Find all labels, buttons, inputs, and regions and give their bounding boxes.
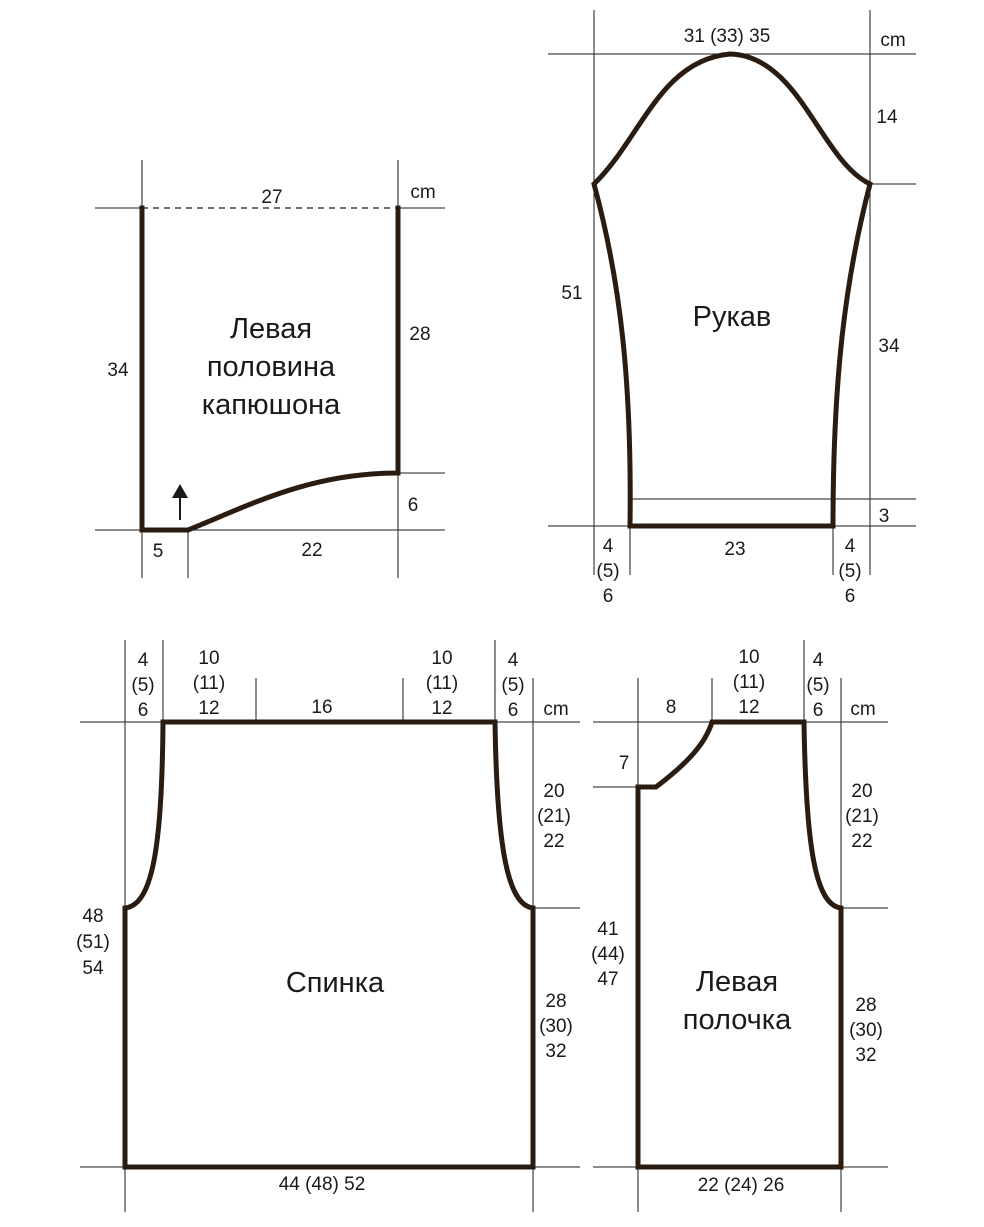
front-piece: 8 7 10 (11) 12 4 (5) 6 cm 20 (21) 22 41 … (591, 640, 888, 1212)
hood-bottom-left: 5 (153, 541, 164, 562)
back-seg-right-1: 10 (431, 648, 452, 669)
hood-top-width: 27 (261, 187, 282, 208)
back-left-height-2: (51) (76, 932, 110, 953)
back-left-height-1: 48 (82, 906, 103, 927)
front-bottom-width: 22 (24) 26 (698, 1175, 785, 1196)
sleeve-left-offset-2: (5) (596, 561, 619, 582)
back-shoulder-left-2: (5) (131, 675, 154, 696)
back-armhole-1: 20 (543, 781, 564, 802)
front-seg-2: (11) (733, 672, 765, 693)
back-neck: 16 (311, 697, 332, 718)
back-armhole-2: (21) (537, 806, 571, 827)
sleeve-title: Рукав (693, 301, 772, 333)
back-title: Спинка (286, 967, 385, 999)
back-shoulder-left-1: 4 (138, 650, 149, 671)
sleeve-cap-height: 14 (876, 107, 898, 128)
back-seg-right-2: (11) (426, 673, 458, 694)
sleeve-right-offset-2: (5) (838, 561, 861, 582)
hood-title-line-2: половина (207, 351, 336, 383)
back-piece: 4 (5) 6 10 (11) 12 16 10 (11) 12 4 (5) 6… (76, 640, 580, 1212)
sleeve-right-offset-1: 4 (845, 536, 856, 557)
back-shoulder-right-2: (5) (501, 675, 524, 696)
back-seg-left-1: 10 (198, 648, 219, 669)
back-seg-left-3: 12 (198, 698, 219, 719)
back-shoulder-right-1: 4 (508, 650, 519, 671)
front-armhole-1: 20 (851, 781, 872, 802)
back-seg-left-2: (11) (193, 673, 225, 694)
front-left-height-3: 47 (597, 969, 618, 990)
sleeve-left-offset-1: 4 (603, 536, 614, 557)
hood-right-height: 28 (409, 324, 430, 345)
sleeve-left-offset-3: 6 (603, 586, 614, 607)
hood-curve-height: 6 (408, 495, 419, 516)
sleeve-outline (591, 51, 873, 529)
hood-arrow-head-icon (172, 484, 188, 498)
front-outline (635, 719, 844, 1170)
sleeve-top-width: 31 (33) 35 (684, 26, 771, 47)
sleeve-body-height: 34 (878, 336, 900, 357)
back-bottom-width: 44 (48) 52 (279, 1174, 366, 1195)
front-neck-width: 8 (666, 697, 677, 718)
front-shoulder-right-2: (5) (806, 675, 829, 696)
back-side-height-3: 32 (545, 1041, 566, 1062)
front-seg-3: 12 (738, 697, 759, 718)
sleeve-right-offset-3: 6 (845, 586, 856, 607)
hood-outline (139, 205, 401, 533)
hood-piece: 27 cm 34 28 6 5 22 Левая половина капюшо… (95, 160, 445, 578)
sleeve-piece: 31 (33) 35 cm 14 51 34 3 23 4 (5) 6 4 (5… (548, 10, 916, 607)
back-side-height-2: (30) (539, 1016, 573, 1037)
front-shoulder-right-3: 6 (813, 700, 824, 721)
front-left-height-1: 41 (597, 919, 618, 940)
hood-left-height: 34 (107, 360, 129, 381)
hood-bottom-right: 22 (301, 540, 322, 561)
front-left-height-2: (44) (591, 944, 625, 965)
hood-unit: cm (410, 182, 435, 203)
front-seg-1: 10 (738, 647, 759, 668)
front-side-height-2: (30) (849, 1020, 883, 1041)
back-unit: cm (543, 699, 568, 720)
back-shoulder-right-3: 6 (508, 700, 519, 721)
front-shoulder-right-1: 4 (813, 650, 824, 671)
front-armhole-2: (21) (845, 806, 879, 827)
front-unit: cm (850, 699, 875, 720)
sleeve-side-length: 51 (561, 283, 582, 304)
front-armhole-3: 22 (851, 831, 872, 852)
front-side-height-1: 28 (855, 995, 876, 1016)
back-armhole-3: 22 (543, 831, 564, 852)
hood-title-line-3: капюшона (202, 389, 341, 421)
front-title-line-1: Левая (696, 966, 778, 998)
hood-title-line-1: Левая (230, 313, 312, 345)
sleeve-cuff-height: 3 (879, 506, 890, 527)
back-side-height-1: 28 (545, 991, 566, 1012)
back-shoulder-left-3: 6 (138, 700, 149, 721)
sleeve-unit: cm (880, 30, 905, 51)
back-outline (122, 719, 536, 1170)
back-left-height-3: 54 (82, 958, 104, 979)
sleeve-bottom-width: 23 (724, 539, 745, 560)
front-side-height-3: 32 (855, 1045, 876, 1066)
back-seg-right-3: 12 (431, 698, 452, 719)
front-title-line-2: полочка (683, 1004, 792, 1036)
front-neck-depth: 7 (619, 753, 630, 774)
